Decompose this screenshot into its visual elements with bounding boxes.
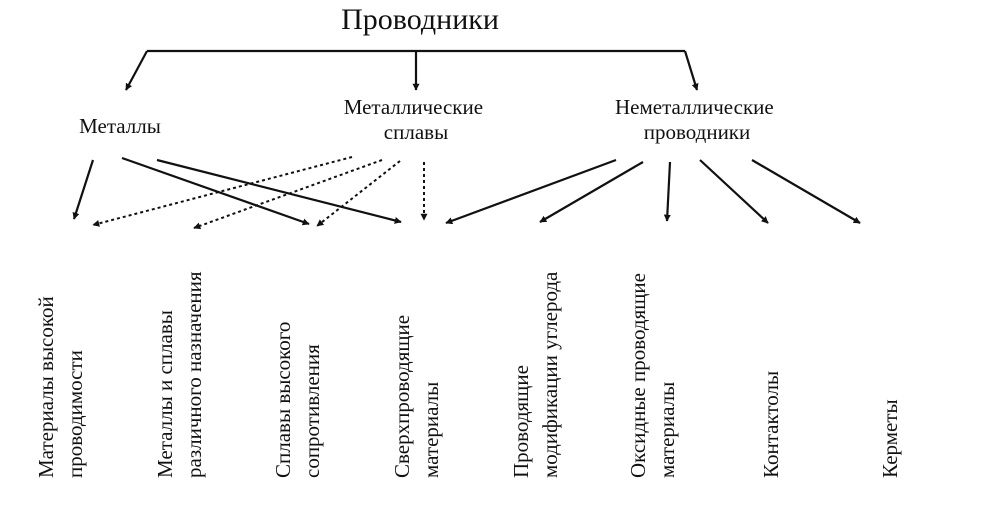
svg-text:Контактолы: Контактолы xyxy=(759,371,783,478)
svg-text:модификации углерода: модификации углерода xyxy=(538,271,562,478)
svg-text:Сплавы высокого: Сплавы высокого xyxy=(271,322,295,478)
category-nonmetal-conductors: Неметаллические проводники xyxy=(615,95,779,144)
metals-arrows xyxy=(72,156,402,226)
category-metal-alloys: Металлические сплавы xyxy=(344,95,489,144)
leaf-cermets: Керметы xyxy=(878,399,902,478)
svg-text:различного назначения: различного назначения xyxy=(182,271,206,478)
alloys-arrows xyxy=(92,156,428,230)
leaf-superconducting: Сверхпроводящие материалы xyxy=(390,315,443,478)
svg-text:Материалы высокой: Материалы высокой xyxy=(34,296,58,478)
svg-text:сопротивления: сопротивления xyxy=(300,344,324,478)
svg-text:Сверхпроводящие: Сверхпроводящие xyxy=(390,315,414,478)
leaf-contactols: Контактолы xyxy=(759,371,783,478)
category-metals: Металлы xyxy=(79,114,161,138)
svg-text:Металлы и сплавы: Металлы и сплавы xyxy=(153,310,177,478)
leaf-carbon-modifications: Проводящие модификации углерода xyxy=(509,271,562,478)
leaf-oxide-conducting: Оксидные проводящие материалы xyxy=(626,273,679,478)
svg-text:материалы: материалы xyxy=(419,382,443,478)
leaf-misc-purpose: Металлы и сплавы различного назначения xyxy=(153,271,206,478)
title-connector xyxy=(125,49,699,91)
svg-text:Проводящие: Проводящие xyxy=(509,365,533,478)
svg-text:материалы: материалы xyxy=(655,382,679,478)
leaf-high-conductivity: Материалы высокой проводимости xyxy=(34,296,87,478)
svg-text:Оксидные проводящие: Оксидные проводящие xyxy=(626,273,650,478)
leaf-high-resistance: Сплавы высокого сопротивления xyxy=(271,322,324,478)
nonmetal-arrows xyxy=(445,158,861,225)
diagram-title: Проводники xyxy=(341,3,499,36)
svg-text:Керметы: Керметы xyxy=(878,399,902,478)
svg-text:проводимости: проводимости xyxy=(63,350,87,478)
